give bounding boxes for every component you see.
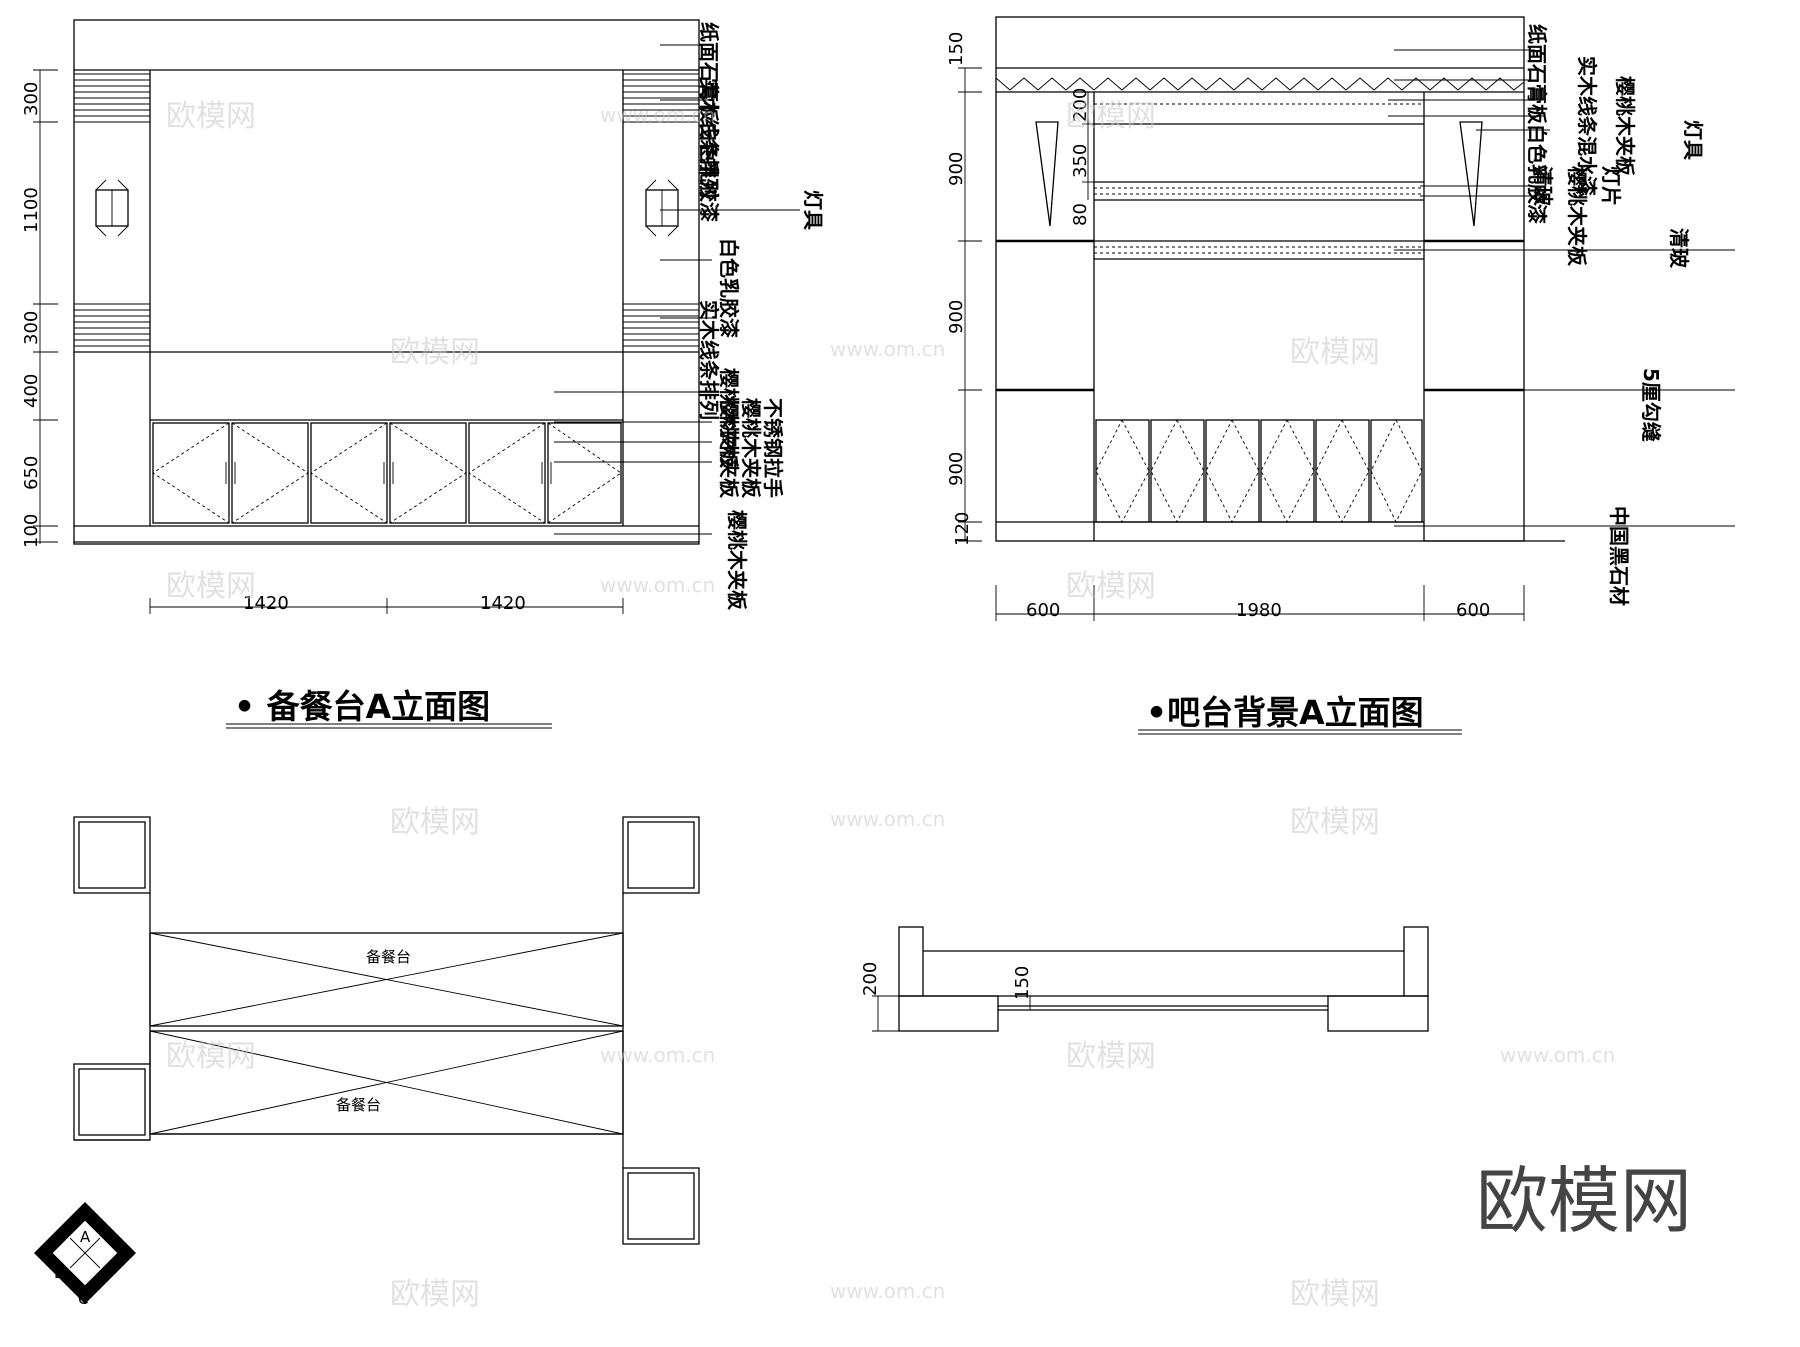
cabinet-doors xyxy=(150,419,623,524)
right-elevation-title: •吧台背景A立面图 xyxy=(1146,693,1424,732)
left-plan xyxy=(73,816,700,1245)
label-gypsum-board-r: 纸面石膏板白色乳胶漆 xyxy=(1525,24,1549,224)
dim-350-inner: 350 xyxy=(1070,144,1091,178)
label-stainless-handle: 不锈钢拉手 xyxy=(761,398,785,498)
watermark-brand: 欧模网 xyxy=(1066,99,1156,134)
label-cherry-veneer-1: 樱桃木夹板 xyxy=(717,368,741,469)
dim-400: 400 xyxy=(21,374,42,408)
watermark-brand: 欧模网 xyxy=(1290,805,1380,840)
watermark-url: www.om.cn xyxy=(830,1279,945,1303)
label-black-stone-r: 中国黑石材 xyxy=(1607,506,1631,606)
watermark-brand: 欧模网 xyxy=(390,805,480,840)
label-lamp-r: 灯具 xyxy=(1681,120,1705,160)
watermark-brand: 欧模网 xyxy=(1066,1039,1156,1074)
left-elevation-title: • 备餐台A立面图 xyxy=(234,687,490,726)
bar-cabinets xyxy=(996,418,1565,542)
plan-dim-200: 200 xyxy=(860,962,881,996)
compass-letter-d: D xyxy=(54,1264,66,1282)
compass-letter-c: C xyxy=(78,1290,88,1308)
dim-300-mid: 300 xyxy=(21,311,42,345)
watermark-brand: 欧模网 xyxy=(166,99,256,134)
watermark-brand: 欧模网 xyxy=(1290,335,1380,370)
compass-letter-b: B xyxy=(101,1266,111,1284)
label-lamp: 灯具 xyxy=(801,190,825,230)
right-plan xyxy=(872,926,1429,1032)
watermark-url: www.om.cn xyxy=(600,573,715,597)
dim-900-bottom: 900 xyxy=(946,452,967,486)
label-white-latex: 白色乳胶漆 xyxy=(717,238,741,338)
dim-1420-left: 1420 xyxy=(243,593,289,614)
wall-lamp-icon xyxy=(1459,121,1483,227)
watermark-brand: 欧模网 xyxy=(166,1039,256,1074)
dim-900-mid: 900 xyxy=(946,300,967,334)
slats-top-right xyxy=(623,73,699,123)
label-wood-strips: 实木线条排列 xyxy=(697,78,721,198)
dim-100: 100 xyxy=(21,514,42,548)
watermark-url: www.om.cn xyxy=(830,807,945,831)
wall-lamp-icon xyxy=(1035,121,1059,227)
plan-label-counter-2: 备餐台 xyxy=(336,1096,381,1114)
label-wood-strips-r: 实木线条混水漆 xyxy=(1575,56,1599,196)
label-cherry-veneer-r2: 樱桃木夹板 xyxy=(1565,166,1589,267)
label-gypsum-board: 纸面石膏板白色乳胶漆 xyxy=(697,22,721,222)
right-elevation: 150 900 900 900 120 200 350 80 600 1980 … xyxy=(946,16,1735,735)
watermark-layer: 欧模网 www.om.cn 欧模网 欧模网 www.om.cn 欧模网 欧模网 … xyxy=(166,99,1615,1312)
dim-600-left: 600 xyxy=(1026,600,1060,621)
watermark-url: www.om.cn xyxy=(600,1043,715,1067)
label-cherry-veneer-r1: 樱桃木夹板 xyxy=(1613,76,1637,177)
dim-1420-right: 1420 xyxy=(480,593,526,614)
left-vertical-dimensions xyxy=(33,69,58,544)
watermark-url: www.om.cn xyxy=(600,103,715,127)
dim-650: 650 xyxy=(21,456,42,490)
left-horizontal-dimensions xyxy=(149,598,624,614)
dim-120: 120 xyxy=(952,512,973,546)
watermark-brand: 欧模网 xyxy=(390,335,480,370)
dim-80-inner: 80 xyxy=(1070,203,1091,226)
watermark-url: www.om.cn xyxy=(1500,1043,1615,1067)
watermark-brand: 欧模网 xyxy=(1066,569,1156,604)
label-clear-glass-r2: 清玻 xyxy=(1667,228,1691,269)
left-leaders xyxy=(554,44,800,535)
dim-200-inner: 200 xyxy=(1070,88,1091,122)
label-wood-strips-2: 实木线条排列 xyxy=(697,300,721,420)
lamp-icon xyxy=(95,179,129,237)
label-cherry-veneer-4: 樱桃木夹板 xyxy=(725,510,749,611)
label-cherry-veneer-2: 樱桃木夹板 xyxy=(717,398,741,499)
label-clear-glass-r1: 清玻 xyxy=(1531,166,1555,207)
label-light-panel-r: 灯片 xyxy=(1599,166,1623,206)
dim-900-top: 900 xyxy=(946,152,967,186)
dim-600-right: 600 xyxy=(1456,600,1490,621)
compass-letter-a: A xyxy=(80,1228,91,1246)
watermark-url: www.om.cn xyxy=(830,337,945,361)
dim-1100: 1100 xyxy=(21,187,42,233)
slats-mid-right xyxy=(623,303,699,347)
brand-logo: 欧模网 xyxy=(1476,1159,1692,1243)
dim-1980: 1980 xyxy=(1236,600,1282,621)
dim-300-top: 300 xyxy=(21,82,42,116)
plan-dim-150: 150 xyxy=(1012,966,1033,1000)
left-elevation: 300 1100 300 400 650 100 1420 1420 xyxy=(21,19,825,729)
lamp-icon xyxy=(645,179,679,237)
slats-mid-left xyxy=(74,303,150,347)
right-vertical-dimensions xyxy=(958,67,1096,542)
label-groove-r: 5厘勾缝 xyxy=(1639,368,1663,442)
right-horizontal-dimensions xyxy=(995,585,1525,621)
compass-icon xyxy=(34,1202,136,1304)
plan-label-counter-1: 备餐台 xyxy=(366,948,411,966)
slats-top-left xyxy=(74,73,150,123)
watermark-brand: 欧模网 xyxy=(166,569,256,604)
dim-150: 150 xyxy=(946,32,967,66)
right-leaders xyxy=(1388,49,1735,527)
watermark-brand: 欧模网 xyxy=(1290,1277,1380,1312)
label-cherry-veneer-3: 樱桃木夹板 xyxy=(739,398,763,499)
watermark-brand: 欧模网 xyxy=(390,1277,480,1312)
zigzag-molding xyxy=(995,77,1525,91)
